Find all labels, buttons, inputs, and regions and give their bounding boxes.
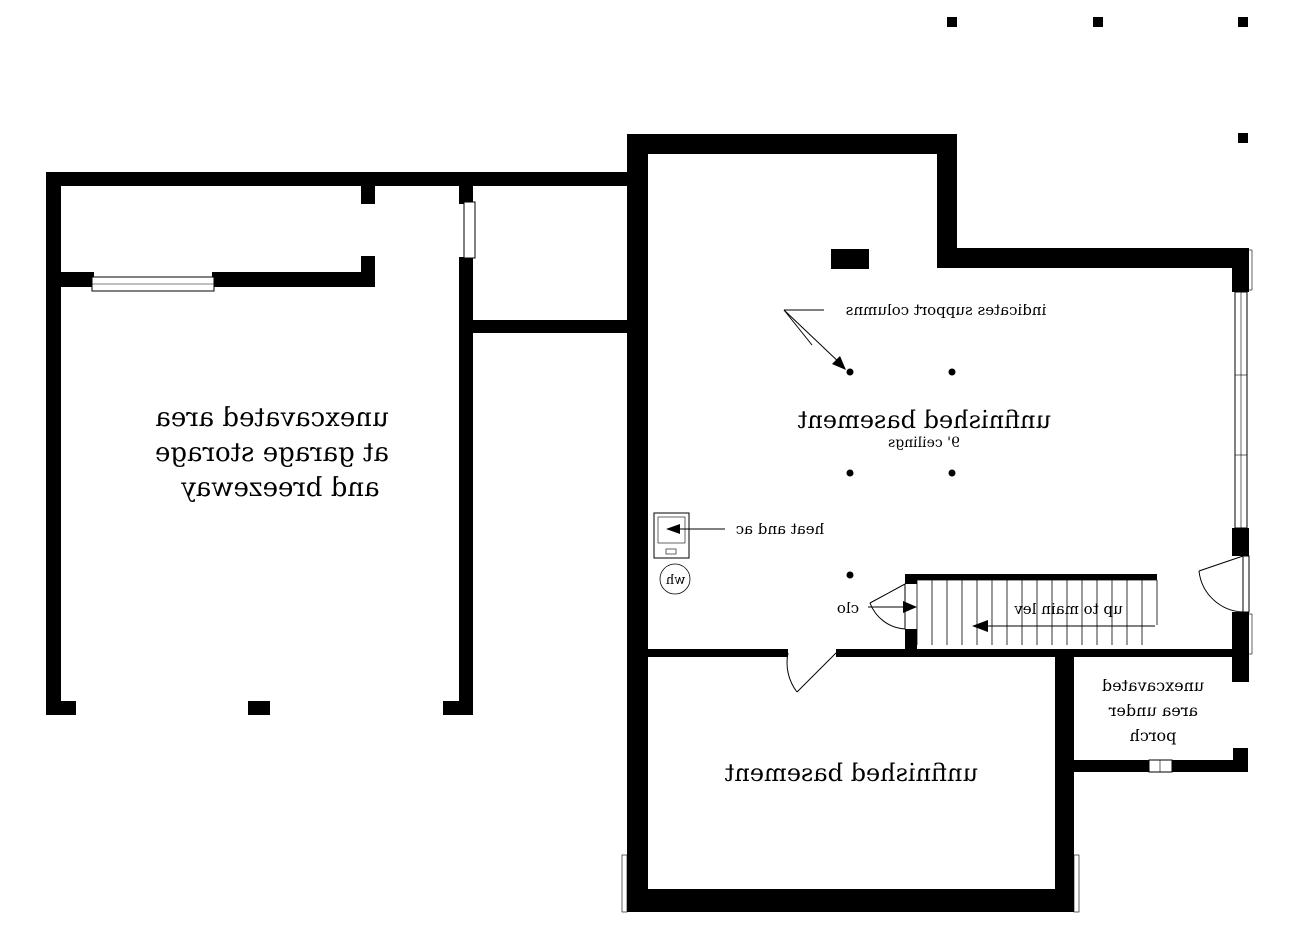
- wall-hatching: [621, 249, 1253, 913]
- support-columns-label: indicates support columns: [846, 301, 1047, 319]
- exterior-door: [1198, 555, 1250, 613]
- main-basement-label: unfinished basement: [797, 406, 1051, 434]
- ceilings-label: 9' ceilings: [888, 435, 960, 451]
- support-column: [948, 469, 956, 477]
- garage-area-line-3: and breezeway: [181, 473, 380, 503]
- water-heater-label: wh: [665, 573, 685, 588]
- leader-arrowhead: [832, 356, 846, 370]
- support-column: [846, 469, 854, 477]
- hvac-unit: [653, 512, 725, 559]
- support-column: [846, 368, 854, 376]
- porch-area-line-3: porch: [1130, 726, 1177, 745]
- stairs: [916, 579, 1158, 645]
- porch-vent: [1148, 759, 1173, 773]
- lower-basement-door: [786, 652, 837, 693]
- support-column: [948, 368, 956, 376]
- breezeway-door: [463, 201, 476, 259]
- corner-markers: [947, 17, 1248, 143]
- closet-arrow: [868, 601, 917, 613]
- support-columns-leader: [783, 309, 844, 367]
- closet-label: clo: [837, 599, 859, 617]
- garage-opening: [91, 276, 215, 292]
- stair-arrow: [972, 620, 1155, 632]
- support-columns: [846, 368, 956, 579]
- garage-area-label: unexcavated area at garage storage and b…: [155, 403, 389, 503]
- heat-ac-label: heat and ac: [736, 520, 825, 538]
- support-column: [846, 571, 854, 579]
- porch-area-line-1: unexcavated: [1102, 676, 1204, 695]
- basement-walls: [627, 134, 1249, 912]
- stairs-label: up to main lev: [1014, 600, 1123, 618]
- porch-area-line-2: area under: [1108, 701, 1198, 720]
- water-heater: [659, 563, 691, 595]
- garage-area-line-1: unexcavated area: [155, 403, 388, 433]
- garage-walls: [46, 172, 636, 715]
- right-window: [1234, 291, 1248, 529]
- porch-area-label: unexcavated area under porch: [1102, 676, 1204, 745]
- lower-basement-label: unfinished basement: [724, 759, 978, 787]
- garage-area-line-2: at garage storage: [155, 438, 389, 468]
